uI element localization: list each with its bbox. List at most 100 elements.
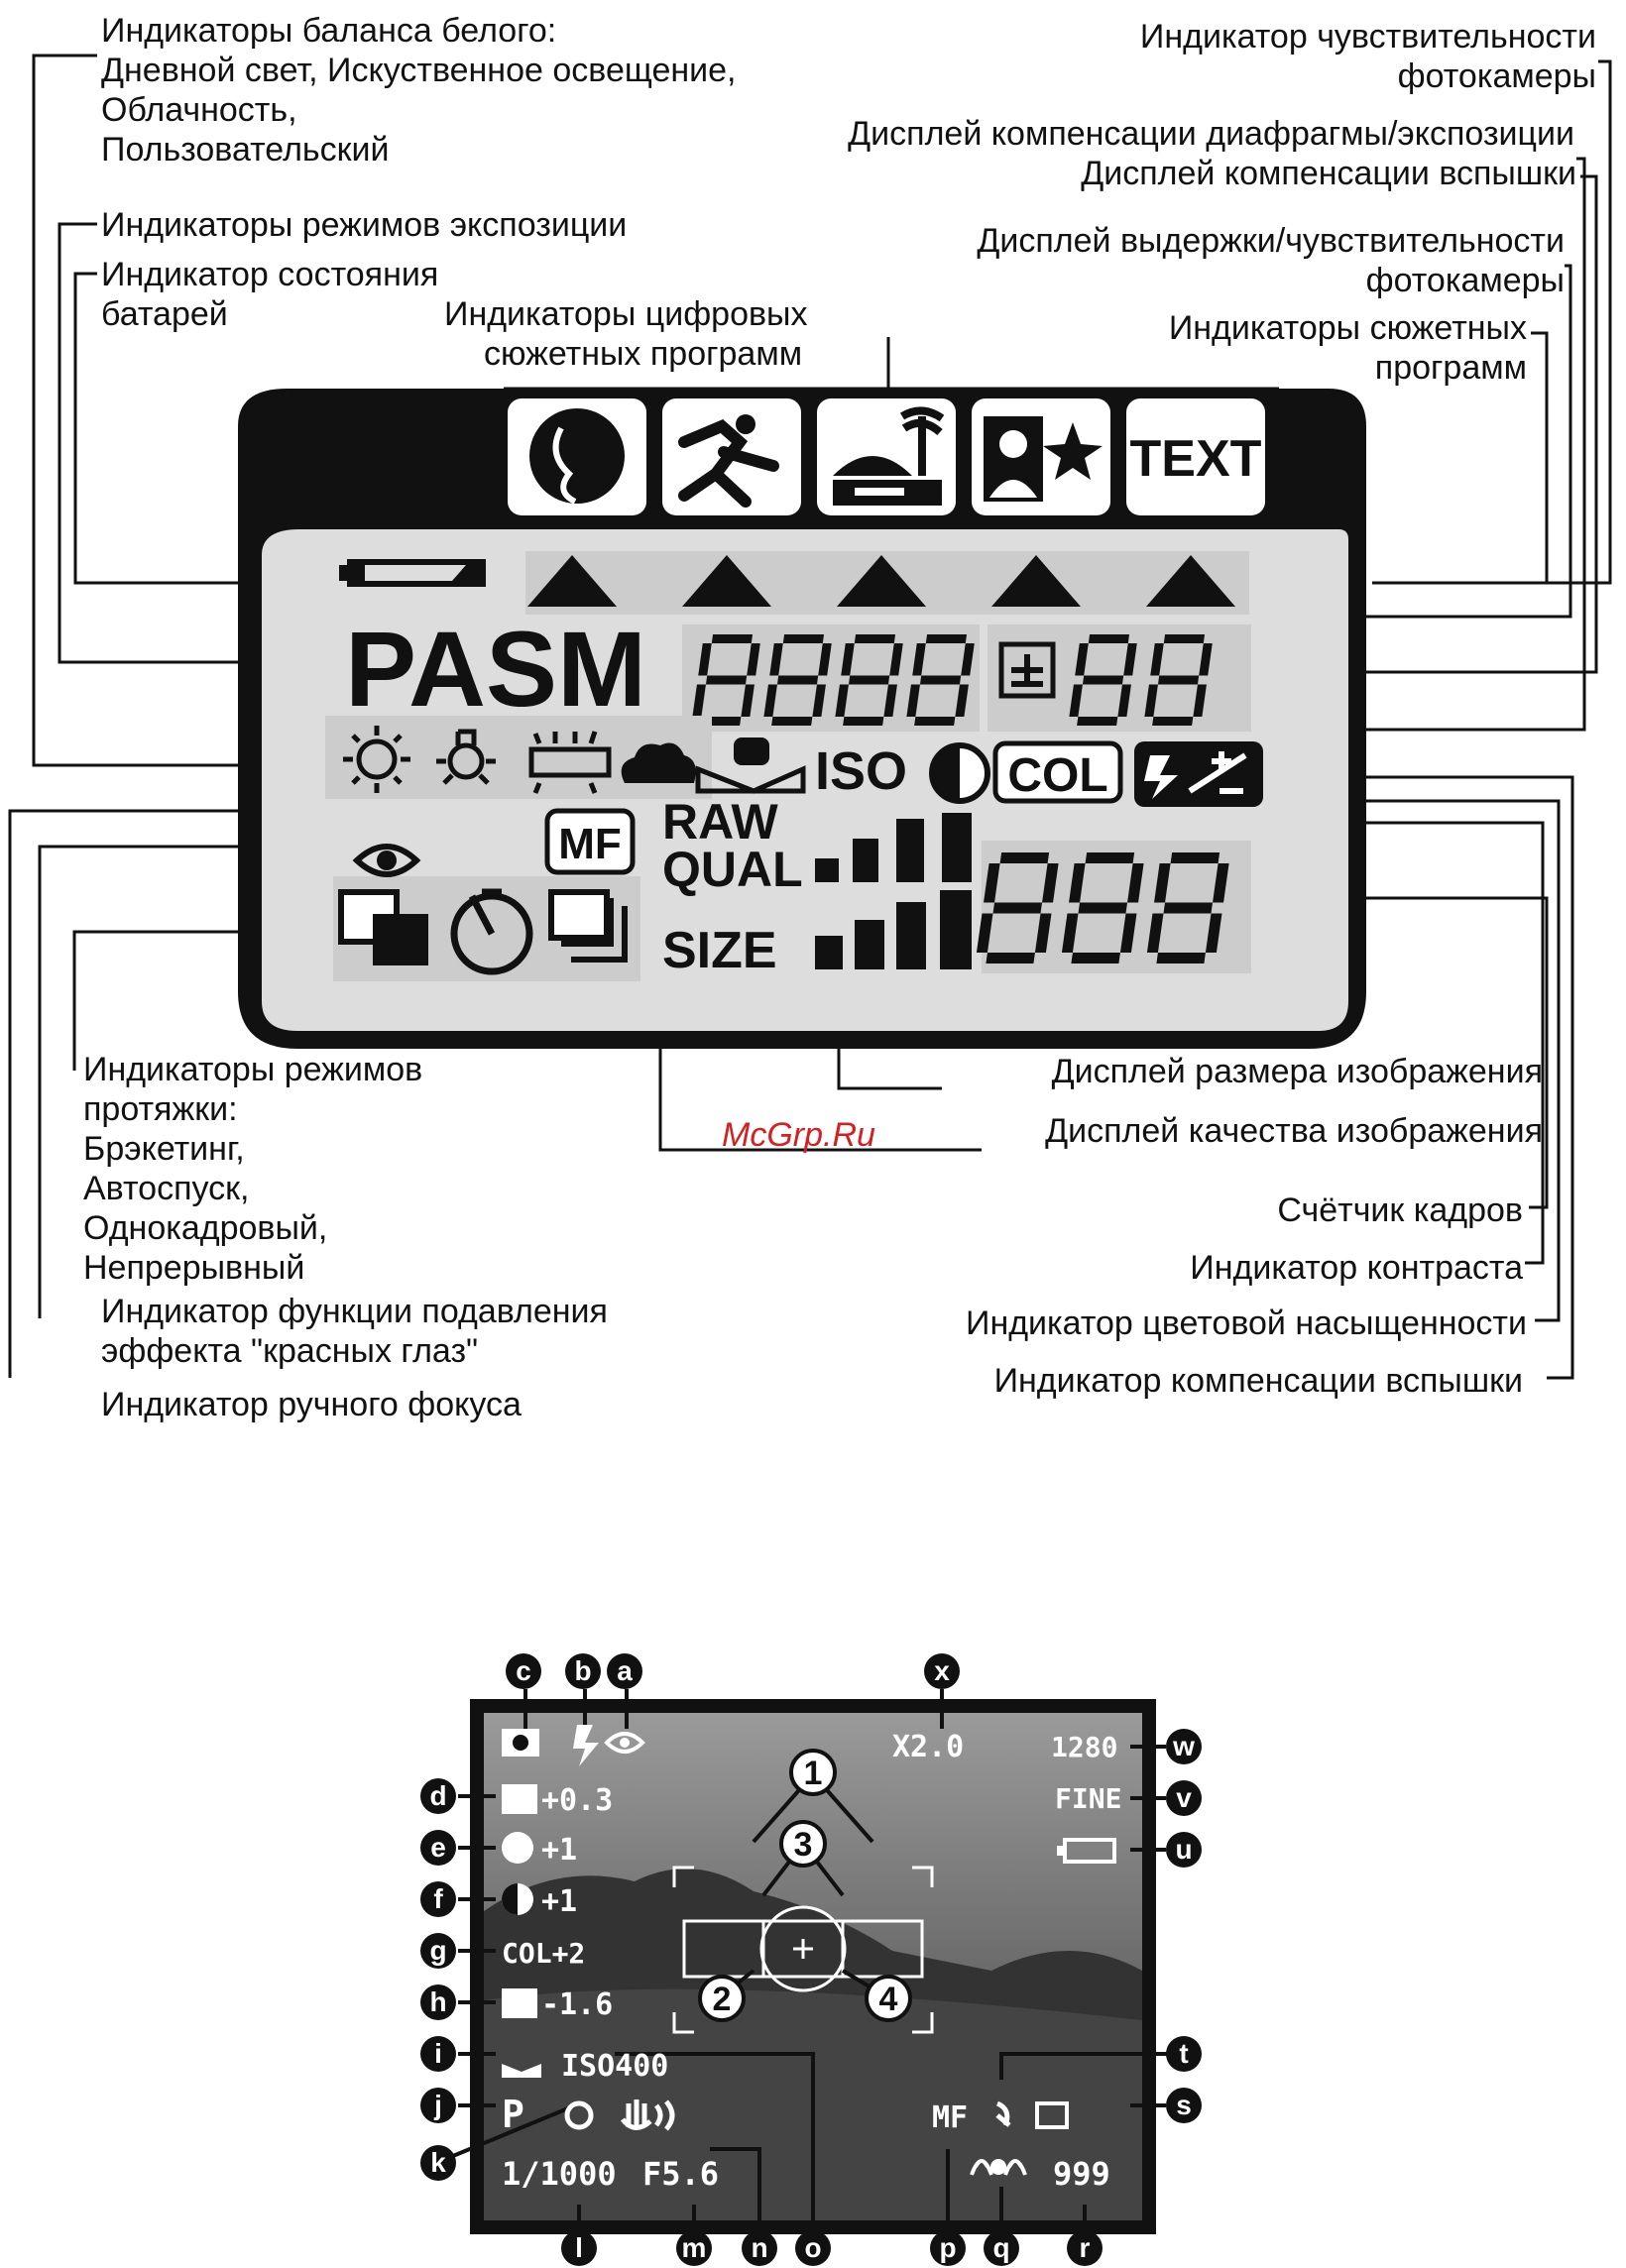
digit-segment <box>741 684 755 717</box>
digit-segment <box>1199 643 1213 676</box>
plusminus-icon <box>998 641 1056 699</box>
digit-segment <box>1157 675 1200 685</box>
letter-badge-label: m <box>682 2232 707 2263</box>
letter-badge <box>984 2230 1019 2266</box>
label-sensitivity-2: фотокамеры <box>1398 57 1596 95</box>
flash-comp-readout: +0.3 <box>541 1783 613 1818</box>
label-shutter-iso-1: Дисплей выдержки/чувствительности <box>977 222 1565 260</box>
letter-badge-label: i <box>434 2038 442 2069</box>
digit-segment <box>1085 852 1135 863</box>
number-circle <box>779 1820 827 1868</box>
qual-label: QUAL <box>662 842 803 897</box>
label-digital-scenes-2: сюжетных программ <box>484 335 802 373</box>
letter-badge-label: x <box>934 1655 950 1686</box>
number-circle <box>698 1975 746 2022</box>
quality-bar <box>896 819 924 882</box>
letter-badge-label: r <box>1080 2232 1091 2263</box>
letter-badge <box>676 2230 712 2266</box>
exposure-comp-icon <box>502 1988 537 2018</box>
letter-badge-label: o <box>804 2232 821 2263</box>
digit-segment <box>1075 643 1089 676</box>
size-bar <box>855 920 884 969</box>
digit-segment <box>776 675 819 685</box>
col-badge <box>992 740 1123 804</box>
number-label: 1 <box>804 1755 823 1792</box>
digit-segment <box>992 902 1043 914</box>
quality-bar <box>815 858 839 882</box>
digit-segment <box>1078 902 1128 914</box>
letter-badge <box>1166 2088 1202 2123</box>
white-balance-icons <box>343 726 612 794</box>
digit-segment <box>976 913 993 953</box>
letter-badge-label: u <box>1175 1834 1192 1865</box>
digit-segment <box>1152 717 1194 726</box>
letter-badge-label: n <box>751 2232 767 2263</box>
lcd-panel-diagram: Индикаторы баланса белого: Дневной свет,… <box>8 12 1612 1423</box>
triangle-icon <box>682 555 771 607</box>
digit-segment <box>919 675 962 685</box>
letter-badge-label: h <box>429 1986 446 2017</box>
letter-badge-label: a <box>617 1655 633 1686</box>
triangle-icon <box>527 555 617 607</box>
letter-badge-label: c <box>516 1655 531 1686</box>
iso-readout: ISO400 <box>561 2049 668 2084</box>
wb-icon-small <box>502 2064 541 2078</box>
spot-metering-circle <box>759 1905 847 1992</box>
label-image-quality: Дисплей качества изображения <box>1045 1112 1543 1150</box>
letter-badge <box>795 2230 831 2266</box>
digit-segment <box>925 634 968 643</box>
digit-segment <box>1071 953 1120 964</box>
mf-badge <box>544 808 636 875</box>
letter-badge-label: g <box>429 1935 446 1966</box>
label-battery-1: Индикатор состояния <box>101 256 438 293</box>
digit-segment <box>1154 863 1171 903</box>
label-white-balance: Индикаторы баланса белого: Дневной свет,… <box>101 12 736 169</box>
self-timer-icon <box>450 888 533 975</box>
anti-shake-indicator <box>970 2159 1027 2176</box>
aperture-readout: F5.6 <box>642 2155 719 2193</box>
letter-badge <box>506 1653 541 1689</box>
letter-badge-label: b <box>574 1655 591 1686</box>
raw-label: RAW <box>662 794 778 850</box>
label-flash-comp-display: Дисплей компенсации вспышки <box>1081 155 1576 192</box>
metering-icon <box>564 2100 594 2130</box>
digit-segment <box>1150 643 1164 676</box>
digit-segment <box>1146 913 1164 953</box>
size-bar <box>815 936 843 969</box>
letter-badge <box>1166 2036 1202 2072</box>
col-label: COL <box>1007 749 1107 802</box>
fluorescent-icon <box>528 746 612 778</box>
letter-badge-label: d <box>429 1780 446 1811</box>
red-eye-icon <box>352 844 421 877</box>
macro-icon <box>995 2100 1011 2127</box>
label-drive-3: Брэкетинг, <box>83 1130 245 1168</box>
number-circle <box>789 1749 837 1796</box>
bracketing-icon <box>338 889 428 965</box>
label-line: Облачность, <box>101 91 297 129</box>
letter-badge <box>420 1881 456 1917</box>
digit-segment <box>1034 913 1052 953</box>
digit-segment <box>747 643 760 676</box>
label-manual-focus: Индикатор ручного фокуса <box>101 1386 522 1423</box>
digit-segment <box>984 863 1000 903</box>
callout-lines <box>435 1689 1178 2230</box>
letter-badge-label: s <box>1176 2090 1192 2120</box>
letter-badge-label: l <box>575 2232 583 2263</box>
digit-segment <box>854 634 896 643</box>
digit-segment <box>1082 675 1124 685</box>
number-circle <box>865 1975 912 2022</box>
focus-areas <box>682 1919 924 1979</box>
size-bar <box>896 902 926 969</box>
frame-counter-segments <box>976 852 1229 964</box>
flash-icon <box>573 1725 599 1766</box>
digit-segment <box>705 675 748 685</box>
label-image-size: Дисплей размера изображения <box>1052 1053 1543 1090</box>
screen-overlay: X2.0 1280 FINE +0.3 +1 +1 COL+2 -1.6 ISO… <box>502 1725 1121 2193</box>
tungsten-icon <box>447 742 485 780</box>
digit-segment <box>961 643 975 676</box>
digit-segment <box>1213 863 1229 903</box>
letter-badge <box>1166 1832 1202 1868</box>
digit-segment <box>1069 863 1086 903</box>
label-aperture-exposure: Дисплей компенсации диафрагмы/экспозиции <box>848 115 1574 153</box>
digit-segment <box>848 675 890 685</box>
